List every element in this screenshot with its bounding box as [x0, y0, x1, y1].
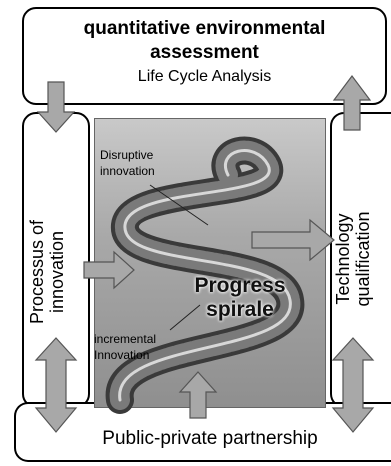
pointer-incremental	[169, 304, 201, 331]
spiral-band-edge	[118, 149, 292, 402]
bottom-box-label: Public-private partnership	[102, 428, 318, 449]
label-incremental-line2: Innovation	[94, 347, 150, 362]
label-incremental: incremental Innovation	[94, 332, 184, 363]
arrow-up-bottom-center	[178, 371, 218, 419]
left-box-label: Processus of innovation	[27, 177, 82, 367]
label-disruptive-line2: innovation	[100, 163, 155, 178]
top-title-line2: assessment	[150, 42, 259, 63]
right-box-line1: Technology	[333, 213, 353, 305]
top-title-line1: quantitative environmental	[83, 18, 326, 39]
top-subtitle: Life Cycle Analysis	[137, 68, 272, 85]
spiral-staircase	[105, 136, 305, 414]
label-progress-line1: Progress	[194, 274, 286, 297]
arrow-down-top-left	[36, 81, 76, 133]
arrow-right-into-spiral	[83, 250, 135, 290]
label-incremental-line1: incremental	[94, 332, 157, 346]
pointer-disruptive	[149, 184, 209, 226]
label-progress: Progress spirale	[180, 274, 300, 322]
arrow-up-top-right	[332, 75, 372, 131]
label-disruptive: Disruptive innovation	[100, 148, 190, 179]
arrow-right-to-qualification	[251, 218, 335, 262]
right-box-label: Technology qualification	[333, 164, 388, 354]
right-box-line2: qualification	[352, 211, 373, 307]
double-arrow-bottom-left	[34, 337, 78, 433]
label-progress-line2: spirale	[206, 298, 274, 322]
double-arrow-bottom-right	[331, 337, 375, 433]
label-disruptive-line1: Disruptive	[100, 148, 154, 162]
left-box-line1: Processus of	[27, 219, 47, 325]
top-box	[22, 7, 387, 105]
left-box-line2: innovation	[46, 230, 67, 314]
